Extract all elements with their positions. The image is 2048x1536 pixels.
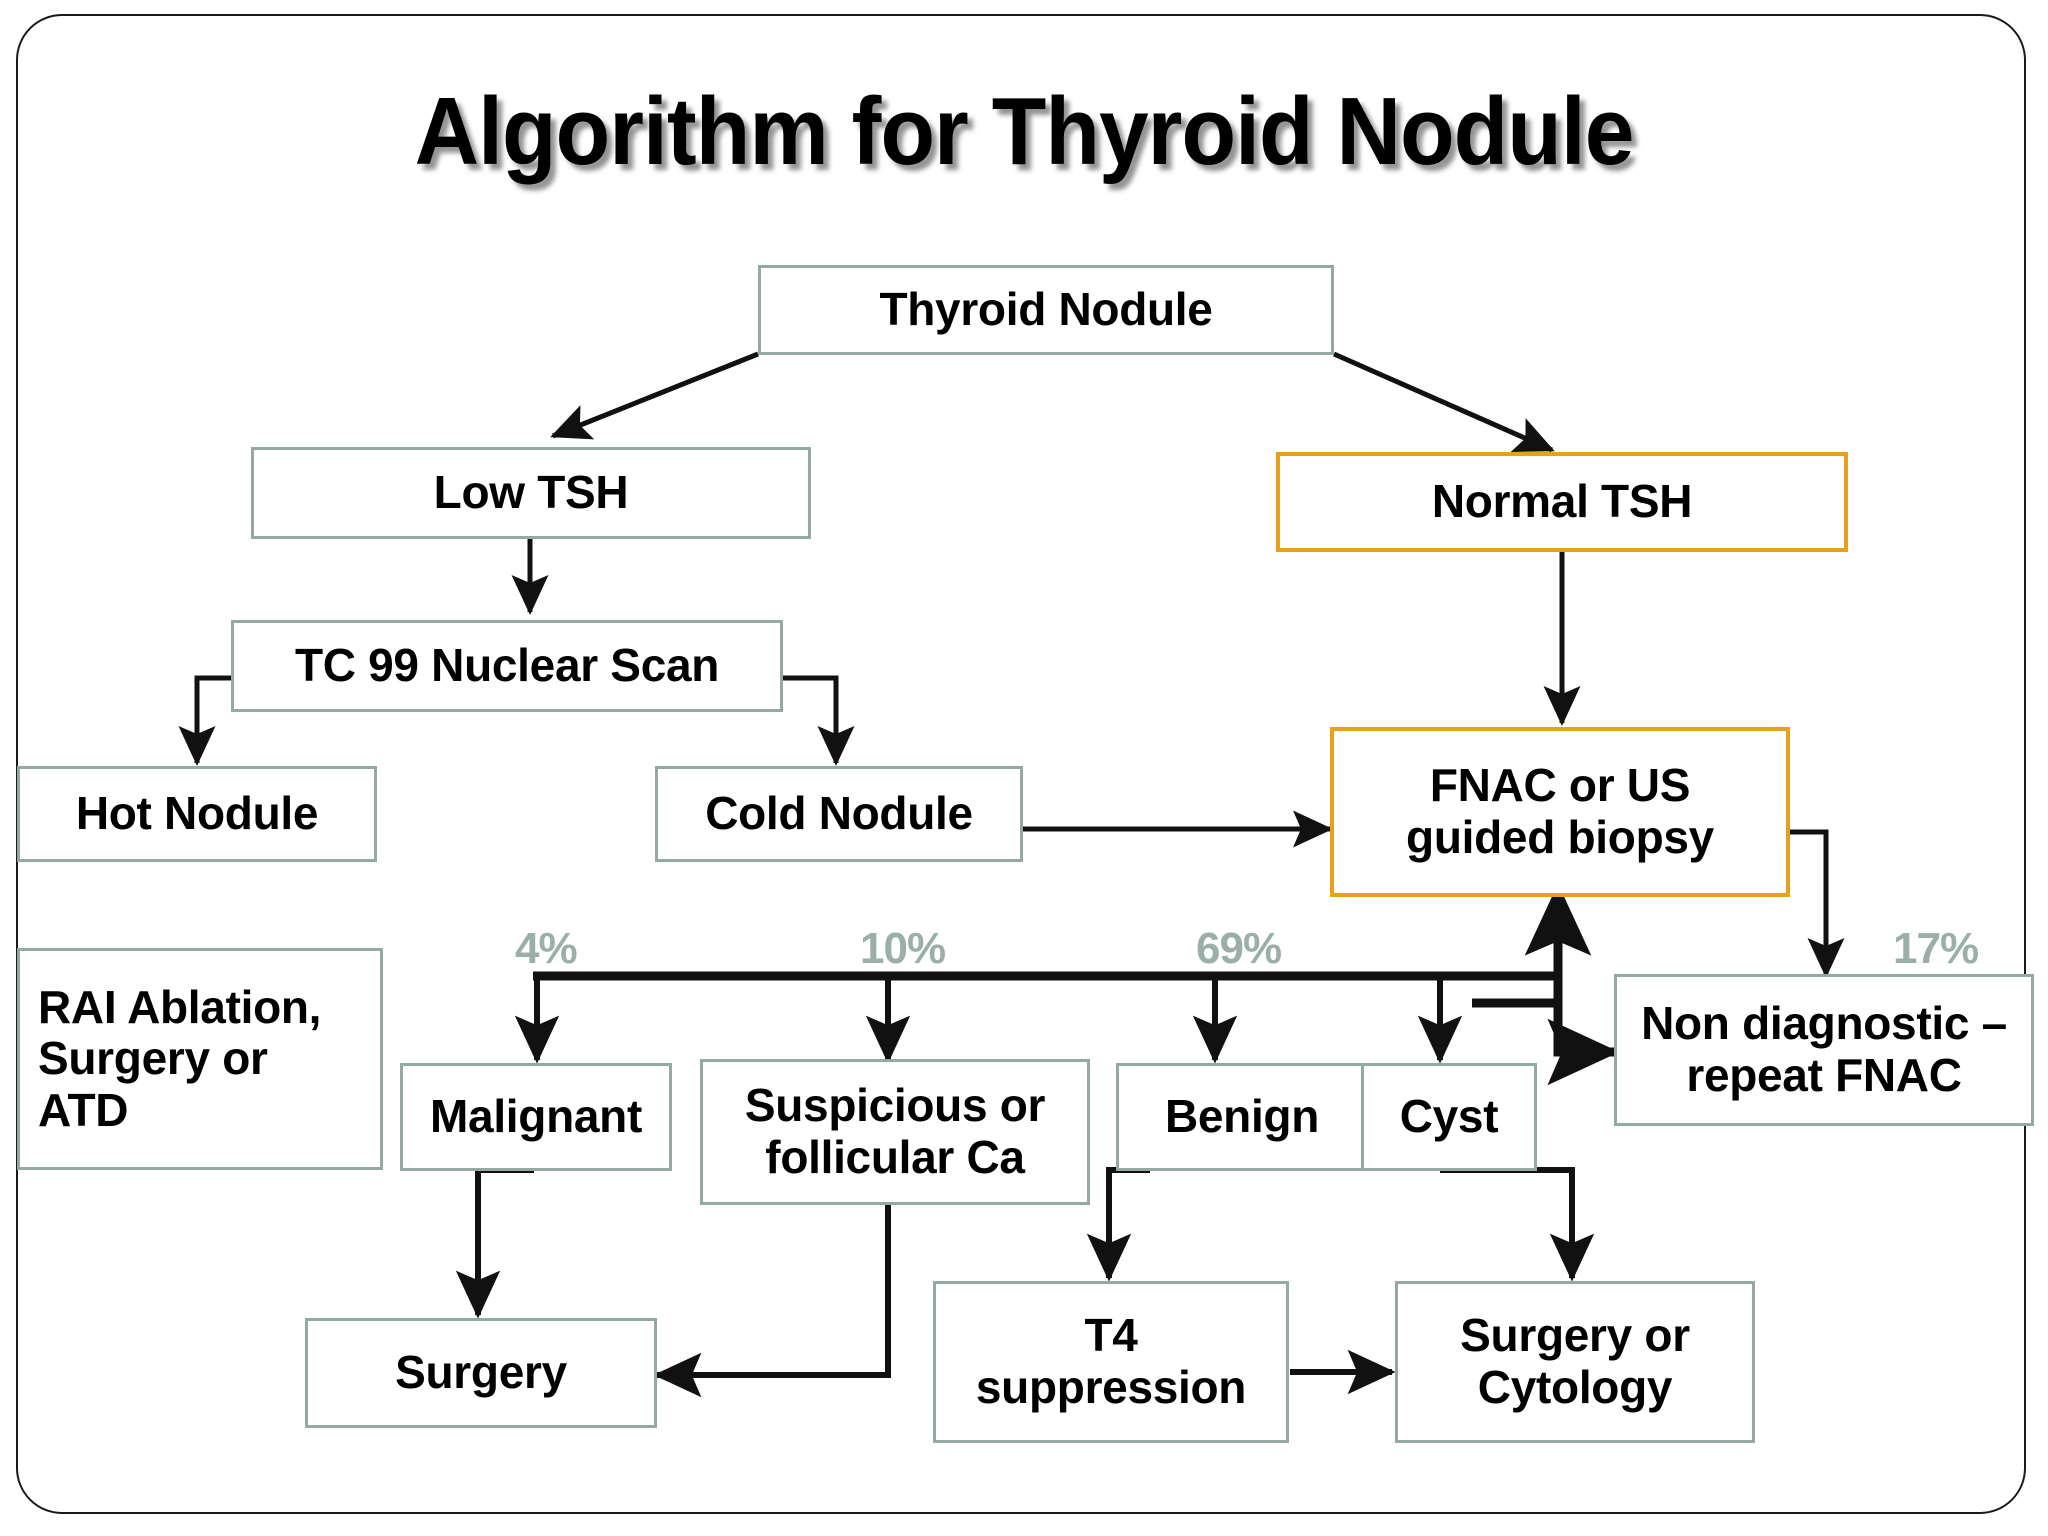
node-benign-label: Benign: [1164, 1090, 1320, 1143]
node-fnac-line-1: FNAC or US: [1429, 759, 1691, 812]
node-cyst-label: Cyst: [1399, 1090, 1499, 1143]
node-cold-nodule-label: Cold Nodule: [705, 787, 973, 840]
node-suspicious-line-2: follicular Ca: [765, 1131, 1025, 1183]
node-cold-nodule[interactable]: Cold Nodule: [655, 766, 1023, 862]
node-malignant-label: Malignant: [430, 1090, 642, 1143]
node-tc99-nuclear-scan-label: TC 99 Nuclear Scan: [294, 639, 720, 692]
percent-label-suspicious: 10%: [860, 924, 946, 973]
slide-frame-border: [16, 14, 2026, 1514]
node-surgery[interactable]: Surgery: [305, 1318, 657, 1428]
edge-scan-to-cold-nodule: [781, 675, 855, 766]
edge-cyst-to-surgery-cytology: [1440, 1167, 1595, 1282]
node-surgery-cytology-line-2: Cytology: [1477, 1361, 1673, 1413]
edge-fnac-to-nondiagnostic: [1789, 829, 1845, 978]
node-nondiagnostic-line-2: repeat FNAC: [1686, 1049, 1962, 1101]
node-hot-nodule-label: Hot Nodule: [75, 787, 319, 840]
node-normal-tsh-label: Normal TSH: [1431, 475, 1693, 528]
node-non-diagnostic-repeat-fnac[interactable]: Non diagnostic – repeat FNAC: [1614, 974, 2034, 1126]
node-malignant[interactable]: Malignant: [400, 1063, 672, 1171]
node-suspicious-line-1: Suspicious or: [744, 1079, 1046, 1132]
node-surgery-cytology-line-1: Surgery or: [1460, 1309, 1690, 1362]
edge-malignant-to-surgery: [455, 1167, 534, 1319]
edge-thyroid-to-low-tsh: [550, 351, 759, 440]
node-tc99-nuclear-scan[interactable]: TC 99 Nuclear Scan: [231, 620, 783, 712]
node-surgery-label: Surgery: [395, 1346, 567, 1399]
percent-label-nondiagnostic: 17%: [1893, 924, 1979, 973]
node-fnac-line-2: guided biopsy: [1406, 811, 1714, 863]
node-t4-line-2: suppression: [975, 1361, 1247, 1413]
node-t4-line-1: T4: [1084, 1309, 1138, 1362]
node-benign[interactable]: Benign: [1116, 1063, 1368, 1171]
node-nondiagnostic-line-1: Non diagnostic –: [1641, 997, 2007, 1050]
node-normal-tsh[interactable]: Normal TSH: [1276, 452, 1848, 552]
edge-suspicious-to-surgery: [653, 1203, 891, 1398]
edge-thyroid-to-normal-tsh: [1332, 351, 1555, 453]
page-title: Algorithm for Thyroid Nodule: [414, 78, 1635, 185]
node-rai-line-2: Surgery or: [38, 1032, 268, 1085]
node-suspicious-or-follicular-ca[interactable]: Suspicious or follicular Ca: [700, 1059, 1090, 1205]
node-rai-line-1: RAI Ablation,: [38, 980, 322, 1033]
percent-label-malignant: 4%: [515, 924, 578, 973]
node-surgery-or-cytology[interactable]: Surgery or Cytology: [1395, 1281, 1755, 1443]
edge-scan-to-hot-nodule: [178, 675, 234, 766]
node-cyst[interactable]: Cyst: [1361, 1063, 1537, 1171]
percent-label-benign: 69%: [1196, 924, 1282, 973]
node-rai-line-3: ATD: [38, 1083, 129, 1136]
node-rai-ablation-surgery-atd[interactable]: RAI Ablation, Surgery or ATD: [17, 948, 383, 1170]
node-thyroid-nodule[interactable]: Thyroid Nodule: [758, 265, 1334, 355]
node-thyroid-nodule-label: Thyroid Nodule: [879, 283, 1213, 336]
edge-benign-to-t4: [1086, 1167, 1150, 1282]
node-hot-nodule[interactable]: Hot Nodule: [17, 766, 377, 862]
edge-bus-to-nondiagnostic: [1547, 979, 1620, 1086]
node-low-tsh[interactable]: Low TSH: [251, 447, 811, 539]
node-t4-suppression[interactable]: T4 suppression: [933, 1281, 1289, 1443]
node-low-tsh-label: Low TSH: [433, 466, 629, 519]
node-fnac-or-us-guided-biopsy[interactable]: FNAC or US guided biopsy: [1330, 727, 1790, 897]
